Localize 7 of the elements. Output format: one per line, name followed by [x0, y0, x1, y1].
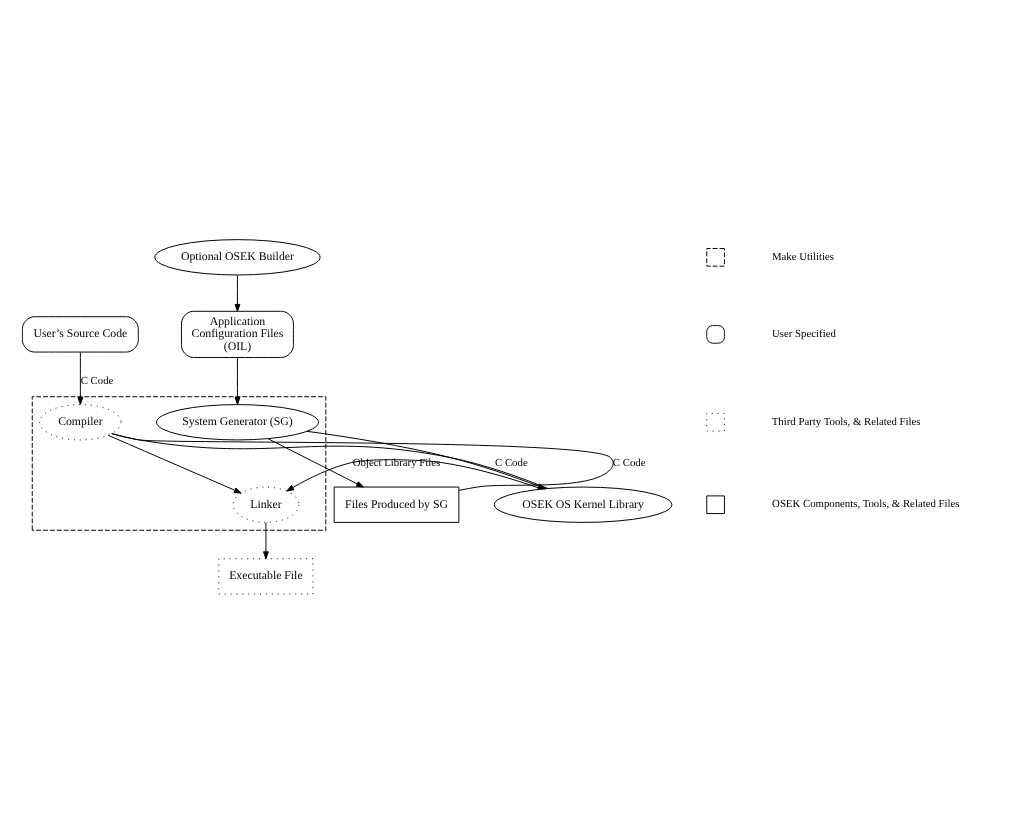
- arrow: [234, 274, 241, 312]
- arrow: [77, 351, 84, 405]
- arrow: [234, 357, 241, 405]
- arrow: [267, 438, 364, 488]
- arrow: [263, 522, 269, 560]
- arrow: [107, 434, 242, 494]
- arrow: [286, 459, 543, 492]
